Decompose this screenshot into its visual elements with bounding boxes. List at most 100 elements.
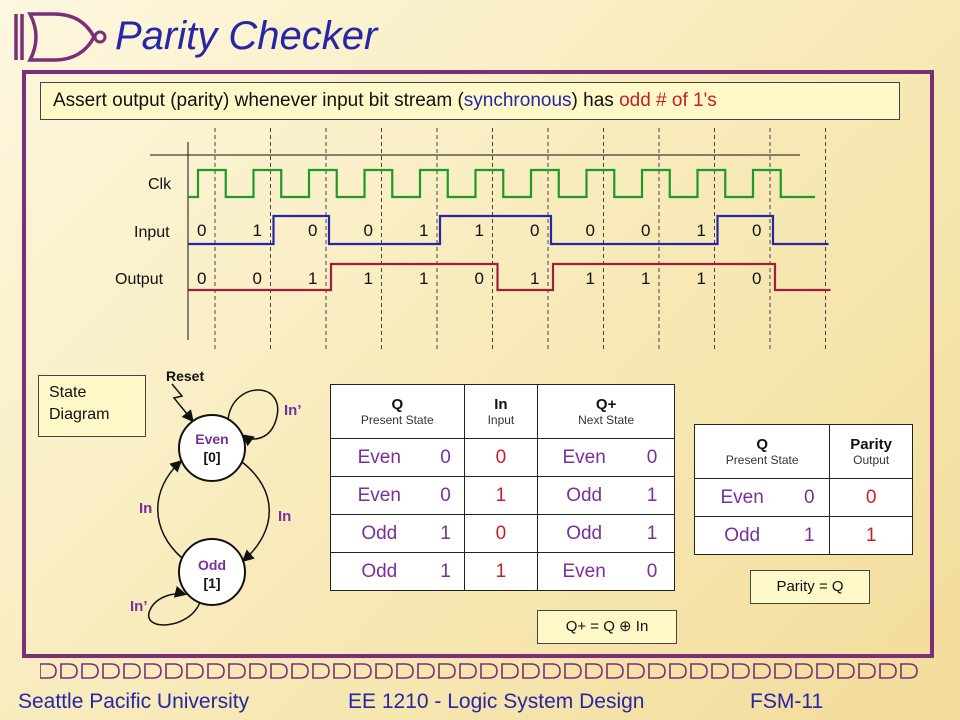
out-cell-parity: 0 [829, 478, 913, 517]
reset-label: Reset [166, 368, 205, 384]
gate-pattern-shape [144, 663, 162, 679]
gate-pattern-shape [564, 663, 582, 679]
even-self-label: In’ [284, 402, 302, 419]
input-bit-label: 0 [641, 221, 651, 240]
cell-qn-name: Odd [566, 522, 603, 544]
gate-pattern-shape [333, 663, 351, 679]
cell-in: 0 [463, 438, 539, 477]
state-diagram-label: State Diagram [38, 375, 146, 437]
output-bit-label: 1 [308, 269, 318, 288]
gate-pattern-shape [900, 663, 918, 679]
gate-pattern-shape [858, 663, 876, 679]
gate-pattern-shape [312, 663, 330, 679]
out-cell-q-name: Even [720, 486, 764, 508]
gate-pattern-shape [606, 663, 624, 679]
footer-university: Seattle Pacific University [18, 690, 250, 713]
input-bit-label: 0 [752, 221, 762, 240]
input-bit-label: 0 [585, 221, 595, 240]
state-even-code: [0] [203, 449, 221, 465]
gate-pattern-shape [837, 663, 855, 679]
output-bit-label: 0 [197, 269, 207, 288]
gate-pattern-shape [522, 663, 540, 679]
gate-pattern-shape [291, 663, 309, 679]
output-bit-label: 1 [530, 269, 540, 288]
gate-pattern-shape [40, 663, 57, 679]
gate-pattern-shape [459, 663, 477, 679]
cell-qn-bit: 0 [646, 560, 658, 582]
cell-in: 1 [463, 552, 539, 591]
footer: Seattle Pacific University EE 1210 - Log… [0, 690, 960, 718]
output-bit-label: 1 [641, 269, 651, 288]
header-qn-sub: Next State [578, 413, 635, 427]
reset-arrow [171, 383, 194, 423]
odd-self-loop [147, 586, 201, 626]
output-waveform [188, 262, 831, 292]
input-bit-label: 0 [308, 221, 318, 240]
output-bit-label: 1 [585, 269, 595, 288]
footer-slide: FSM-11 [750, 690, 824, 713]
gate-pattern-shape [207, 663, 225, 679]
cell-qn-name: Even [562, 446, 606, 468]
cell-qn-name: Odd [566, 484, 603, 506]
banner-odd: odd # of 1's [619, 90, 717, 111]
state-odd-code: [1] [203, 575, 221, 591]
cell-qn: Even 0 [537, 552, 675, 591]
gate-pattern-shape [690, 663, 708, 679]
output-bit-label: 0 [474, 269, 484, 288]
problem-statement: Assert output (parity) whenever input bi… [40, 82, 900, 120]
odd-self-label: In’ [130, 598, 148, 615]
state-diagram-label-line1: State [49, 384, 87, 401]
input-bit-label: 1 [252, 221, 262, 240]
header-qn-main: Q+ [595, 396, 617, 413]
banner-synchronous: synchronous [463, 90, 572, 111]
page-title: Parity Checker [115, 14, 378, 58]
footer-course: EE 1210 - Logic System Design [348, 690, 645, 713]
cell-q-name: Odd [361, 522, 398, 544]
cell-q: Even 0 [330, 476, 465, 515]
gate-pattern-shape [501, 663, 519, 679]
cell-q-name: Odd [361, 560, 398, 582]
gate-pattern-shape [816, 663, 834, 679]
gate-pattern-shape [270, 663, 288, 679]
header-in-main: In [494, 396, 508, 413]
output-bit-label: 0 [752, 269, 762, 288]
header-in-sub: Input [487, 413, 515, 427]
header-q-sub: Present State [360, 413, 434, 427]
out-header-parity-sub: Output [853, 453, 890, 467]
gate-pattern-shape [60, 663, 78, 679]
cell-q-name: Even [357, 446, 401, 468]
gate-pattern-shape [732, 663, 750, 679]
output-equation: Parity = Q [750, 570, 870, 604]
cell-qn-bit: 1 [646, 522, 658, 544]
cell-qn-name: Even [562, 560, 606, 582]
gate-pattern-shape [879, 663, 897, 679]
output-label: Output [115, 271, 164, 288]
cell-in: 0 [463, 514, 539, 553]
gate-pattern-shape [648, 663, 666, 679]
gate-pattern-shape [585, 663, 603, 679]
cell-q-name: Even [357, 484, 401, 506]
banner-text-1: Assert output (parity) whenever input bi… [53, 90, 464, 111]
input-bit-label: 1 [696, 221, 706, 240]
header-q-main: Q [391, 396, 404, 413]
gate-pattern-shape [711, 663, 729, 679]
state-even [178, 414, 246, 482]
gate-pattern-shape [123, 663, 141, 679]
out-cell-q-bit: 0 [804, 486, 815, 508]
state-odd-name: Odd [198, 557, 226, 573]
gate-pattern-shape [249, 663, 267, 679]
cell-q-bit: 0 [440, 484, 451, 506]
gate-pattern-shape [480, 663, 498, 679]
state-even-label: Even [0] [182, 430, 242, 466]
content-frame [22, 70, 934, 658]
odd-to-even-label: In [139, 500, 153, 517]
out-cell-q: Even 0 [693, 478, 831, 517]
